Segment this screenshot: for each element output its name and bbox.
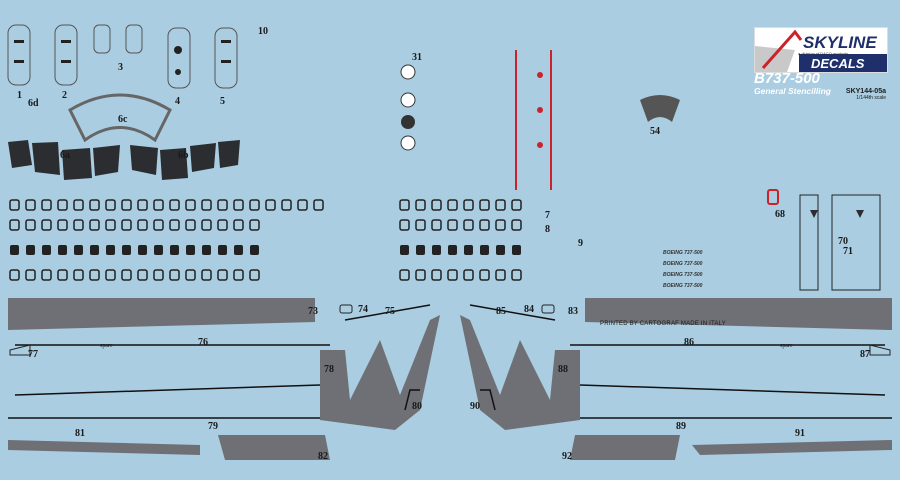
- decal-number: 6b: [178, 150, 189, 161]
- tail-stripes: [799, 194, 881, 291]
- door-marks: [14, 40, 231, 75]
- decal-number: 75: [385, 306, 395, 317]
- logo-line1: SKYLINE: [803, 33, 877, 52]
- decal-number: 76: [198, 337, 208, 348]
- decal-number: 2: [62, 90, 67, 101]
- decal-number: 6c: [118, 114, 128, 125]
- spare-label: spare: [100, 343, 113, 349]
- decal-number: 91: [795, 428, 805, 439]
- decal-number: 7: [545, 210, 550, 221]
- stencil-columns: [400, 50, 552, 190]
- spare-label: spare: [780, 343, 793, 349]
- decal-number: 79: [208, 421, 218, 432]
- wing-edge-lines: [8, 304, 892, 419]
- decal-number: 88: [558, 364, 568, 375]
- boeing-stencil: BOEING 737-500: [663, 250, 703, 256]
- decal-number: 10: [258, 26, 268, 37]
- red-marker-68: [767, 189, 779, 205]
- aircraft-model: B737-500: [754, 70, 820, 87]
- decal-number: 73: [308, 306, 318, 317]
- decal-number: 31: [412, 52, 422, 63]
- decal-number: 89: [676, 421, 686, 432]
- title-block: a division of DACO products B737-500 Gen…: [754, 51, 889, 96]
- decal-number: 85: [496, 306, 506, 317]
- window-row-2: [9, 219, 522, 231]
- wing-strips-bottom: [8, 435, 892, 460]
- decal-number: 1: [17, 90, 22, 101]
- scale-text: 1/144th scale: [856, 95, 886, 101]
- decal-number: 81: [75, 428, 85, 439]
- sheet-subtitle: General Stencilling: [754, 86, 831, 96]
- decal-number: 4: [175, 96, 180, 107]
- printer-note: PRINTED BY CARTOGRAF MADE IN ITALY: [600, 321, 726, 327]
- decal-number: 80: [412, 401, 422, 412]
- sku-block: SKY144-05a 1/144th scale: [820, 88, 886, 101]
- decal-number: 9: [578, 238, 583, 249]
- boeing-stencil: BOEING 737-500: [663, 261, 703, 267]
- boeing-stencil: BOEING 737-500: [663, 283, 703, 289]
- decal-number: 8: [545, 224, 550, 235]
- window-row-1: [9, 199, 522, 211]
- boeing-stencil: BOEING 737-500: [663, 272, 703, 278]
- decal-number: 3: [118, 62, 123, 73]
- decal-number-labels: 1 2 3 4 5 6a 6b 6c 6d 7 8 9 10 31 54 68 …: [17, 26, 870, 462]
- decal-number: 82: [318, 451, 328, 462]
- decal-number: 71: [843, 246, 853, 257]
- decal-number: 83: [568, 306, 578, 317]
- skyline-decals-logo: SKYLINE DECALS: [754, 27, 888, 73]
- wing-walkways: [320, 315, 580, 430]
- sku-code: SKY144-05a: [845, 88, 886, 95]
- decal-number: 77: [28, 349, 38, 360]
- decal-number: 68: [775, 209, 785, 220]
- cockpit-window-frame: [68, 93, 172, 143]
- decal-number: 92: [562, 451, 572, 462]
- decal-number: 6d: [28, 98, 39, 109]
- decal-number: 70: [838, 236, 848, 247]
- decal-number: 86: [684, 337, 694, 348]
- door-decals: [7, 24, 238, 89]
- window-row-3: [10, 245, 521, 255]
- logo-tagline: a division of DACO products: [798, 51, 849, 56]
- logo-line2: DECALS: [811, 56, 865, 71]
- cockpit-windows: [8, 140, 240, 180]
- corner-pieces: [9, 304, 891, 356]
- window-row-4: [9, 269, 522, 281]
- decal-number: 54: [650, 126, 660, 137]
- decal-number: 90: [470, 401, 480, 412]
- decal-number: 74: [358, 304, 368, 315]
- wing-strips-top: [8, 298, 892, 330]
- radome-decal: [640, 95, 680, 122]
- decal-number: 84: [524, 304, 534, 315]
- decal-number: 78: [324, 364, 334, 375]
- decal-number: 6a: [60, 150, 70, 161]
- decal-number: 87: [860, 349, 870, 360]
- decal-number: 5: [220, 96, 225, 107]
